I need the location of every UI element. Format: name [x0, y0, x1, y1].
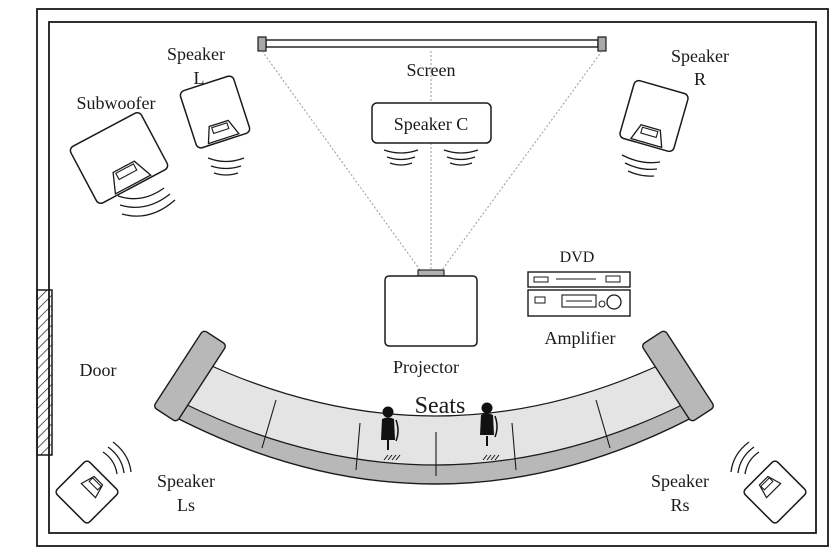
- speaker-rs: Speaker Rs: [651, 441, 807, 524]
- sound-waves-icon: [730, 441, 760, 475]
- speaker-c-label: Speaker C: [394, 114, 468, 134]
- subwoofer: Subwoofer: [69, 93, 176, 217]
- sound-waves-icon: [207, 157, 245, 176]
- door: [36, 289, 53, 456]
- room-inner-wall: [48, 21, 817, 534]
- dvd-label: DVD: [560, 249, 595, 266]
- speaker-rs-label-line1: Speaker: [651, 471, 709, 491]
- person-icon: [480, 402, 500, 461]
- door-label: Door: [80, 360, 117, 380]
- speaker-ls-label-line1: Speaker: [157, 471, 215, 491]
- room-outer-wall: [36, 8, 829, 547]
- amplifier: Amplifier: [527, 289, 631, 348]
- speaker-r-label-line1: Speaker: [671, 46, 729, 66]
- screen-label: Screen: [407, 60, 456, 80]
- speaker-r: Speaker R: [619, 46, 729, 177]
- subwoofer-label: Subwoofer: [77, 93, 156, 113]
- person-icon: [381, 406, 401, 461]
- amplifier-label: Amplifier: [545, 328, 616, 348]
- projection-screen: [257, 36, 607, 52]
- speaker-l-label-line2: L: [194, 68, 205, 88]
- dvd-player: DVD: [527, 249, 631, 288]
- speaker-rs-label-line2: Rs: [670, 495, 689, 515]
- sound-waves-icon: [102, 441, 132, 475]
- curved-sofa: [154, 330, 714, 485]
- sound-waves-icon: [621, 154, 661, 177]
- seats-label: Seats: [415, 393, 466, 419]
- projector-label: Projector: [393, 357, 459, 377]
- speaker-r-label-line2: R: [694, 69, 706, 89]
- projection-beam: [261, 50, 603, 271]
- projector: Projector: [384, 269, 478, 377]
- sound-waves-icon: [117, 187, 176, 217]
- sound-waves-icon: [383, 149, 479, 166]
- speaker-l: Speaker L: [167, 44, 251, 176]
- speaker-l-label-line1: Speaker: [167, 44, 225, 64]
- speaker-ls-label-line2: Ls: [177, 495, 195, 515]
- speaker-c: Speaker C: [371, 102, 492, 166]
- speaker-ls: Speaker Ls: [55, 441, 215, 524]
